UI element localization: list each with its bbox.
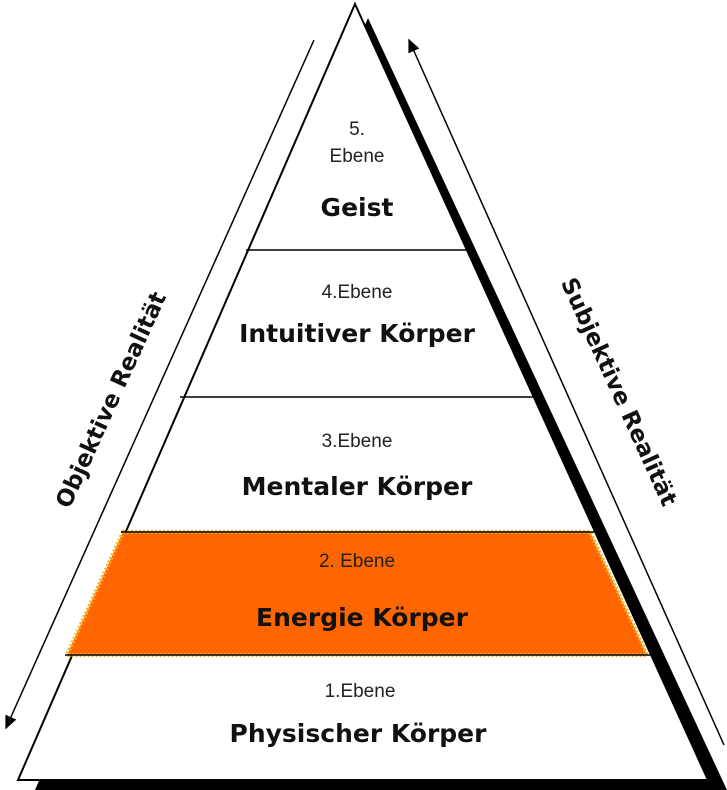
level-5-label: Ebene <box>330 146 385 167</box>
level-3-label: 3.Ebene <box>322 431 393 452</box>
level-2-band <box>63 530 651 657</box>
left-arrow <box>5 39 315 730</box>
level-1-label: 1.Ebene <box>325 681 396 702</box>
level-2-label: 2. Ebene <box>319 551 395 572</box>
level-3-name: Mentaler Körper <box>242 472 473 501</box>
level-4-label: 4.Ebene <box>322 282 393 303</box>
level-1-name: Physischer Körper <box>230 719 488 748</box>
level-5-number: 5. <box>349 119 365 140</box>
level-4-name: Intuitiver Körper <box>239 319 476 348</box>
right-arrow <box>408 38 725 746</box>
level-5-name: Geist <box>321 193 394 222</box>
level-2-name: Energie Körper <box>256 603 469 632</box>
